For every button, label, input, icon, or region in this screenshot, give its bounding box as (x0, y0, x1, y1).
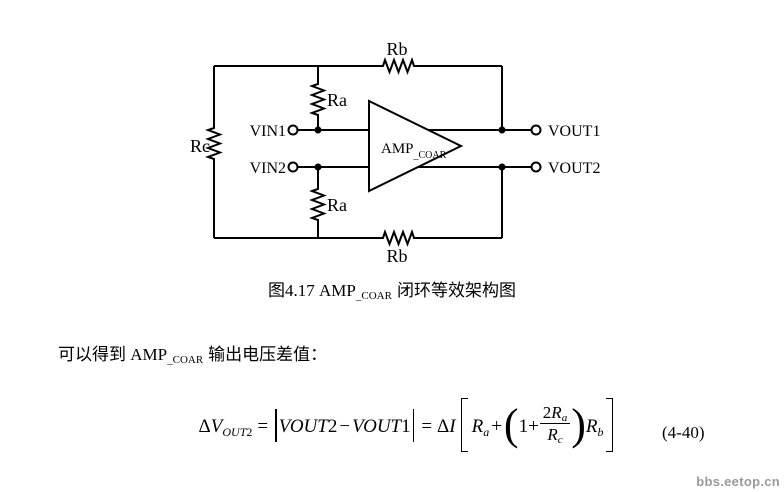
label-vin1: VIN1 (250, 123, 286, 140)
watermark: bbs.eetop.cn (696, 474, 780, 489)
abs-bar-right (412, 409, 415, 443)
terminal-vin1 (287, 124, 299, 136)
left-paren: ( (503, 399, 519, 449)
fraction-numerator: 2Ra (539, 403, 571, 425)
left-bracket (460, 397, 468, 452)
wire-top-rb-resistor (214, 57, 502, 75)
paragraph-subscript: _COAR (167, 354, 204, 366)
figure-caption: 图4.17 AMP_COAR 闭环等效架构图 (0, 276, 784, 302)
junction-dot-vout1 (498, 126, 506, 134)
eq-rb-term: Rb (585, 416, 604, 439)
right-bracket (606, 397, 614, 452)
circuit-diagram: Rb Rb Ra Ra Rc VIN1 VIN2 VOUT1 VOUT2 AMP… (190, 39, 600, 266)
wire-left-rc-resistor (205, 66, 223, 238)
fraction-denominator: Rc (547, 425, 563, 447)
label-vin2: VIN2 (250, 160, 286, 177)
terminal-vout2 (530, 161, 542, 173)
junction-dot-vout2 (498, 163, 506, 171)
paragraph: 可以得到 AMP_COAR 输出电压差值： (58, 340, 327, 366)
eq-equals-2: = (421, 416, 433, 437)
eq-plus: + (491, 416, 502, 437)
terminal-vin2 (287, 161, 299, 173)
label-rb-bottom: Rb (386, 246, 407, 266)
wire-ra-top-resistor (309, 66, 327, 130)
eq-delta-i: ΔI (437, 416, 456, 437)
opamp-label: AMP_COAR (381, 141, 447, 161)
caption-subscript: _COAR (355, 290, 392, 302)
paragraph-suffix: 输出电压差值： (208, 345, 328, 364)
eq-one-plus: 1+ (518, 416, 539, 437)
label-rb-top: Rb (386, 39, 407, 59)
label-vout1: VOUT1 (548, 123, 600, 140)
wire-bottom-rb-resistor (214, 229, 502, 247)
caption-suffix: 闭环等效架构图 (396, 281, 516, 300)
abs-bar-left (275, 409, 277, 443)
label-rc: Rc (190, 136, 210, 156)
label-ra-bottom: Ra (327, 195, 347, 215)
caption-prefix: 图4.17 AMP (268, 281, 356, 300)
eq-delta-v: ΔVOUT2 (198, 416, 253, 439)
junction-dot-vin1 (314, 126, 322, 134)
terminal-vout1 (530, 124, 542, 136)
wire-ra-bottom-resistor (309, 167, 327, 238)
paragraph-prefix: 可以得到 AMP (58, 345, 168, 364)
right-paren: ) (571, 399, 586, 449)
label-ra-top: Ra (327, 90, 347, 110)
equation-number: (4-40) (662, 423, 705, 442)
eq-equals-1: = (257, 416, 269, 437)
eq-ra-term: Ra (471, 416, 490, 439)
junction-dot-vin2 (314, 163, 322, 171)
eq-abs-content: VOUT2−VOUT1 (278, 416, 411, 437)
label-vout2: VOUT2 (548, 160, 600, 177)
opamp-triangle (368, 99, 464, 193)
